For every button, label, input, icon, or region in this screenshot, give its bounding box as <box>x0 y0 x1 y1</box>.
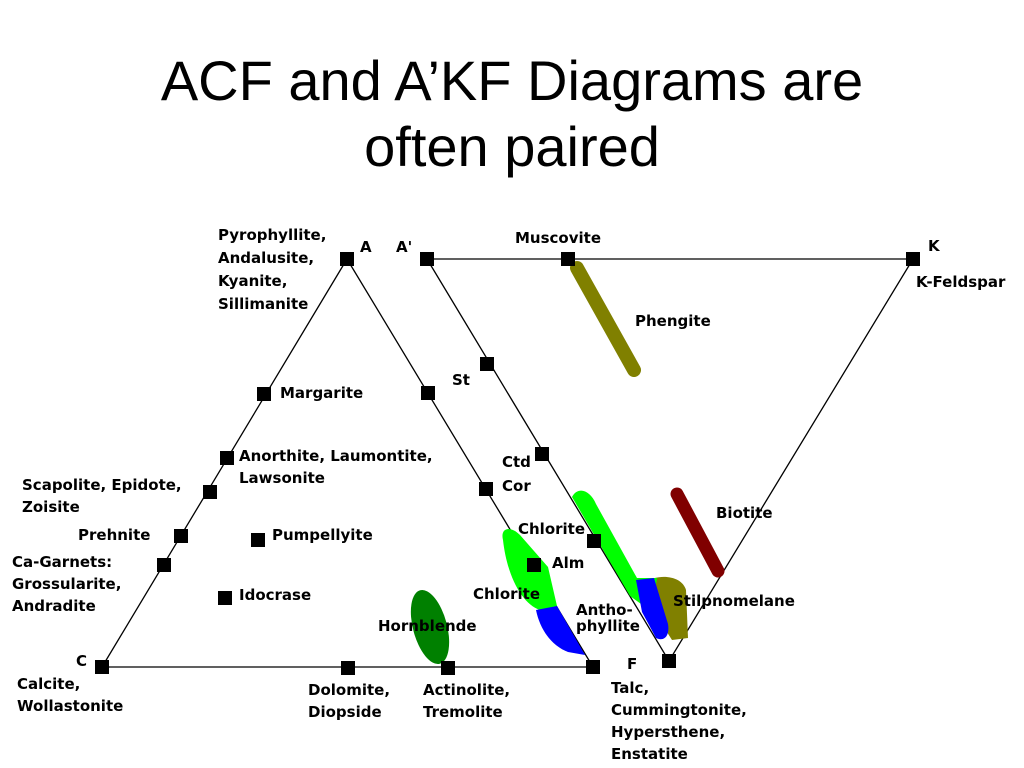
label-idocrase: Idocrase <box>239 586 311 604</box>
label-muscovite: Muscovite <box>515 229 601 247</box>
marker-a <box>340 252 354 266</box>
slide-title-line-2: often paired <box>364 115 660 178</box>
marker-acf-st <box>421 386 435 400</box>
slide-title: ACF and A’KF Diagrams are often paired <box>0 48 1024 180</box>
label-alm: Alm <box>552 554 584 572</box>
akf-edge-kf <box>668 258 914 662</box>
biotite-field <box>670 487 725 578</box>
label-anorthite: Anorthite, Laumontite, Lawsonite <box>239 447 438 487</box>
label-apex-a: A <box>360 238 372 256</box>
marker-akf-ctd <box>535 447 549 461</box>
label-apex-c: C <box>76 652 87 670</box>
label-calcite: Calcite, Wollastonite <box>17 675 123 715</box>
chlorite-field-akf <box>572 490 657 612</box>
marker-akf-f <box>662 654 676 668</box>
label-biotite: Biotite <box>716 504 773 522</box>
marker-c <box>95 660 109 674</box>
hornblende-field <box>410 590 450 664</box>
label-prehnite: Prehnite <box>78 526 150 544</box>
marker-f <box>586 660 600 674</box>
label-st: St <box>452 371 470 389</box>
label-chlorite-acf: Chlorite <box>473 585 540 603</box>
label-stilpnomelane: Stilpnomelane <box>673 592 795 610</box>
marker-k <box>906 252 920 266</box>
slide-title-line-1: ACF and A’KF Diagrams are <box>160 49 864 112</box>
label-phengite: Phengite <box>635 312 711 330</box>
label-ctd-cor: Ctd Cor <box>502 453 536 495</box>
label-talc: Talc, Cummingtonite, Hypersthene, Enstat… <box>611 679 752 763</box>
label-apex-a-prime: A' <box>396 238 412 256</box>
label-apex-k: K <box>928 237 941 255</box>
marker-acf-cor <box>479 482 493 496</box>
marker-akf-st <box>480 357 494 371</box>
marker-alm <box>527 558 541 572</box>
anthophyllite-field-akf <box>636 578 669 640</box>
mineral-markers <box>95 252 920 675</box>
phengite-field <box>570 261 641 377</box>
label-pumpellyite: Pumpellyite <box>272 526 373 544</box>
mineral-labels: A Pyrophyllite, Andalusite, Kyanite, Sil… <box>12 226 1006 763</box>
marker-idocrase <box>218 591 232 605</box>
marker-akf-chlorite <box>587 534 601 548</box>
label-anthophyllite: Antho- phyllite <box>576 601 640 635</box>
label-apex-f: F <box>627 655 637 673</box>
label-margarite: Margarite <box>280 384 363 402</box>
marker-pumpellyite <box>251 533 265 547</box>
label-dolomite: Dolomite, Diopside <box>308 681 395 721</box>
marker-a-prime <box>420 252 434 266</box>
marker-actinolite <box>441 661 455 675</box>
label-k-feldspar: K-Feldspar <box>916 273 1006 291</box>
marker-dolomite <box>341 661 355 675</box>
label-aluminosilicates: Pyrophyllite, Andalusite, Kyanite, Silli… <box>218 226 332 313</box>
marker-scapolite <box>203 485 217 499</box>
anthophyllite-field-acf <box>536 606 585 655</box>
marker-prehnite <box>174 529 188 543</box>
marker-anorthite <box>220 451 234 465</box>
label-chlorite-akf: Chlorite <box>518 520 585 538</box>
marker-muscovite <box>561 252 575 266</box>
label-actinolite: Actinolite, Tremolite <box>423 681 515 721</box>
marker-ca-garnets <box>157 558 171 572</box>
label-scapolite: Scapolite, Epidote, Zoisite <box>22 476 187 516</box>
marker-margarite <box>257 387 271 401</box>
label-ca-garnets: Ca-Garnets: Grossularite, Andradite <box>12 553 127 615</box>
label-hornblende: Hornblende <box>378 617 477 635</box>
